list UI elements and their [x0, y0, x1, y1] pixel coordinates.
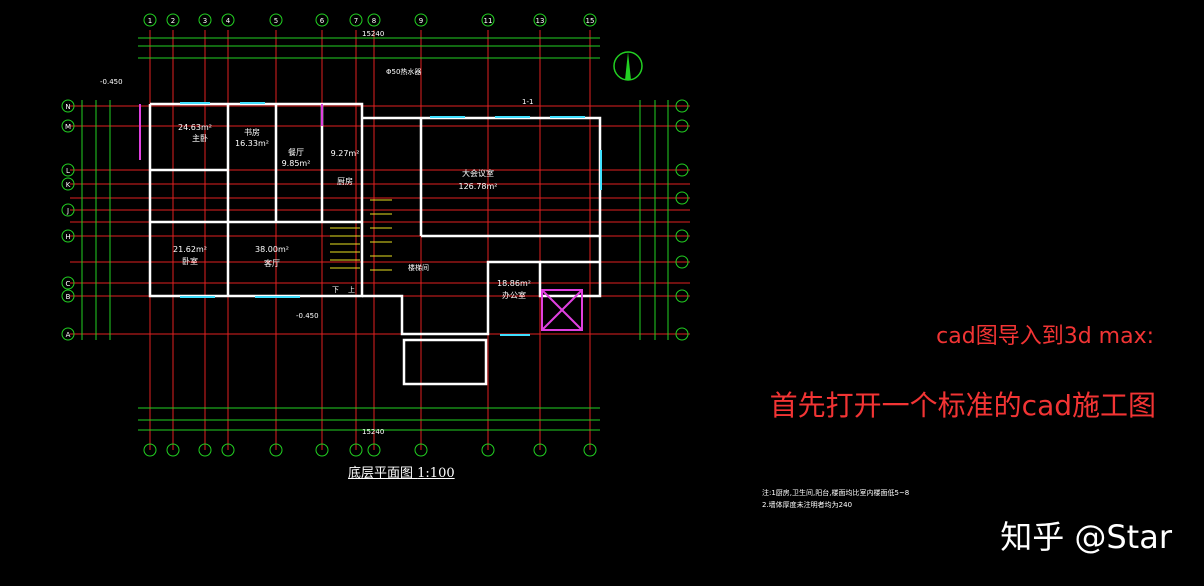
axis-label: B — [66, 293, 71, 301]
drawing-scale: 1:100 — [417, 466, 455, 481]
room-area: 16.33m² — [235, 139, 269, 148]
room-name: 厨房 — [337, 176, 353, 186]
axis-label: 9 — [419, 17, 423, 25]
section-label: 1-1 — [522, 98, 533, 106]
stair-label: 楼梯间 — [408, 263, 429, 272]
axis-bubbles-side — [61, 99, 689, 341]
room-name: 大会议室 — [462, 168, 494, 178]
north-arrow-icon — [613, 51, 643, 81]
axis-label: 8 — [372, 17, 376, 25]
room-area: 9.85m² — [282, 159, 311, 168]
room-labels: 24.63m² 主卧 书房 16.33m² 餐厅 9.85m² 9.27m² 厨… — [173, 123, 531, 300]
axis-label: 15 — [586, 17, 595, 25]
axis-label: M — [65, 123, 71, 131]
room-area: 21.62m² — [173, 245, 207, 254]
axis-label: C — [66, 280, 71, 288]
axis-label: 2 — [171, 17, 175, 25]
axis-label: 4 — [226, 17, 231, 25]
level-mark: -0.450 — [296, 312, 319, 320]
room-area: 18.86m² — [497, 279, 531, 288]
room-name: 餐厅 — [288, 148, 304, 157]
misc-labels: 15240 15240 -0.450 -0.450 楼梯间 Φ50热水器 1-1… — [100, 30, 533, 436]
axis-label: 3 — [203, 17, 207, 25]
drawing-note: 2.墙体厚度未注明者均为240 — [762, 501, 853, 509]
caption-line-2: 首先打开一个标准的cad施工图 — [769, 389, 1156, 422]
room-name: 主卧 — [192, 133, 208, 143]
room-name: 办公室 — [502, 290, 526, 300]
magenta-fixtures — [139, 104, 583, 331]
axis-label: 7 — [354, 17, 358, 25]
axis-label: 6 — [320, 17, 325, 25]
axis-label: A — [66, 331, 71, 339]
axis-bubbles-top — [143, 13, 597, 27]
drawing-note: 注:1厨房,卫生间,阳台,楼面均比室内楼面低5~8 — [762, 489, 910, 497]
axis-label: 1 — [148, 17, 152, 25]
level-mark: -0.450 — [100, 78, 123, 86]
room-name: 书房 — [244, 127, 260, 137]
axis-grid-vertical — [149, 30, 591, 450]
axis-label: L — [66, 167, 70, 175]
axis-label: J — [66, 207, 69, 215]
overall-dimension: 15240 — [362, 30, 384, 38]
caption-line-1: cad图导入到3d max: — [936, 324, 1154, 349]
axis-bubbles-bottom — [143, 443, 597, 457]
room-area: 24.63m² — [178, 123, 212, 132]
water-tank-label: Φ50热水器 — [386, 67, 421, 76]
windows — [180, 102, 602, 336]
axis-label: H — [65, 233, 70, 241]
axis-label: N — [65, 103, 70, 111]
room-area: 126.78m² — [459, 182, 498, 191]
stair-up: 上 — [348, 285, 355, 294]
axis-label: 11 — [484, 17, 493, 25]
room-name: 卧室 — [182, 256, 198, 266]
dimension-lines — [81, 37, 669, 431]
stairs — [330, 199, 392, 271]
room-area: 9.27m² — [331, 149, 360, 158]
overall-dimension: 15240 — [362, 428, 384, 436]
drawing-title-text: 底层平面图 — [348, 466, 414, 481]
axis-label: K — [66, 181, 71, 189]
room-name: 客厅 — [264, 258, 280, 268]
axis-grid-horizontal — [70, 105, 690, 335]
room-area: 38.00m² — [255, 245, 289, 254]
drawing-title: 底层平面图 1:100 — [348, 462, 455, 481]
axis-label-texts: 1 2 3 4 5 6 7 8 9 11 13 15 N M L K J H C… — [65, 17, 594, 339]
zhihu-watermark: 知乎 @Star — [1000, 518, 1172, 556]
stair-down: 下 — [332, 286, 339, 294]
axis-label: 13 — [536, 17, 545, 25]
walls — [148, 102, 602, 386]
axis-label: 5 — [274, 17, 278, 25]
